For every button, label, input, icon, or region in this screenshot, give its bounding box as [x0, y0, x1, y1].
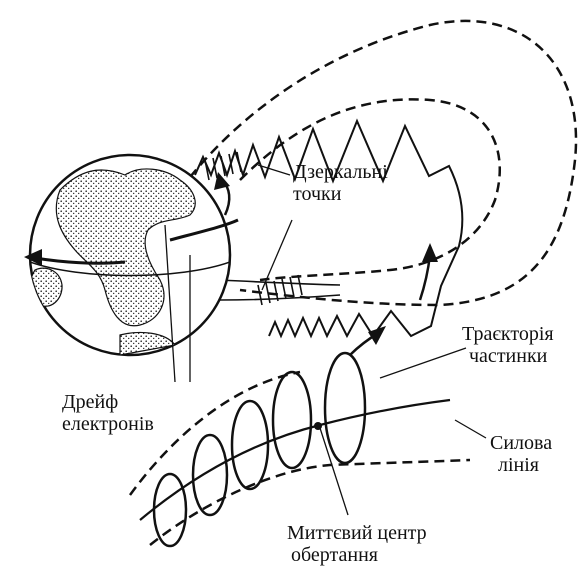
earth-globe: [24, 155, 238, 355]
guiding-center-label: Миттєвий центр обертання: [287, 522, 427, 566]
particle-trajectory-label: Траєкторія частинки: [462, 323, 554, 367]
belt-particle-oscillation: [195, 121, 462, 336]
mirror-points-label: Дзеркальні точки: [293, 161, 388, 205]
helical-trajectory: [154, 353, 365, 546]
guiding-center-dot: [314, 422, 322, 430]
field-line-label: Силова лінія: [490, 432, 552, 476]
belt-field-lines: [220, 280, 340, 300]
electron-drift-label: Дрейф електронів: [62, 391, 154, 435]
belt-drift-arrowhead: [422, 243, 438, 262]
continent-small: [31, 268, 62, 306]
